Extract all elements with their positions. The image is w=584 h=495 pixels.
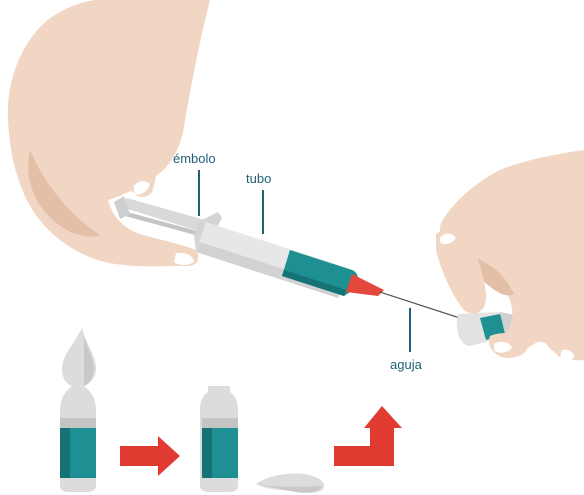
arrow-right-icon	[120, 436, 180, 476]
needle-leader-line	[409, 308, 411, 352]
plunger-label: émbolo	[173, 152, 216, 165]
barrel-leader-line	[262, 190, 264, 234]
plunger-leader-line	[198, 170, 200, 216]
closed-ampoule-icon	[60, 328, 96, 492]
barrel-label: tubo	[246, 172, 271, 185]
arrow-up-icon	[334, 406, 402, 466]
ampoule-tip-icon	[256, 473, 324, 492]
opened-ampoule-icon	[200, 386, 238, 492]
needle-label: aguja	[390, 358, 422, 371]
